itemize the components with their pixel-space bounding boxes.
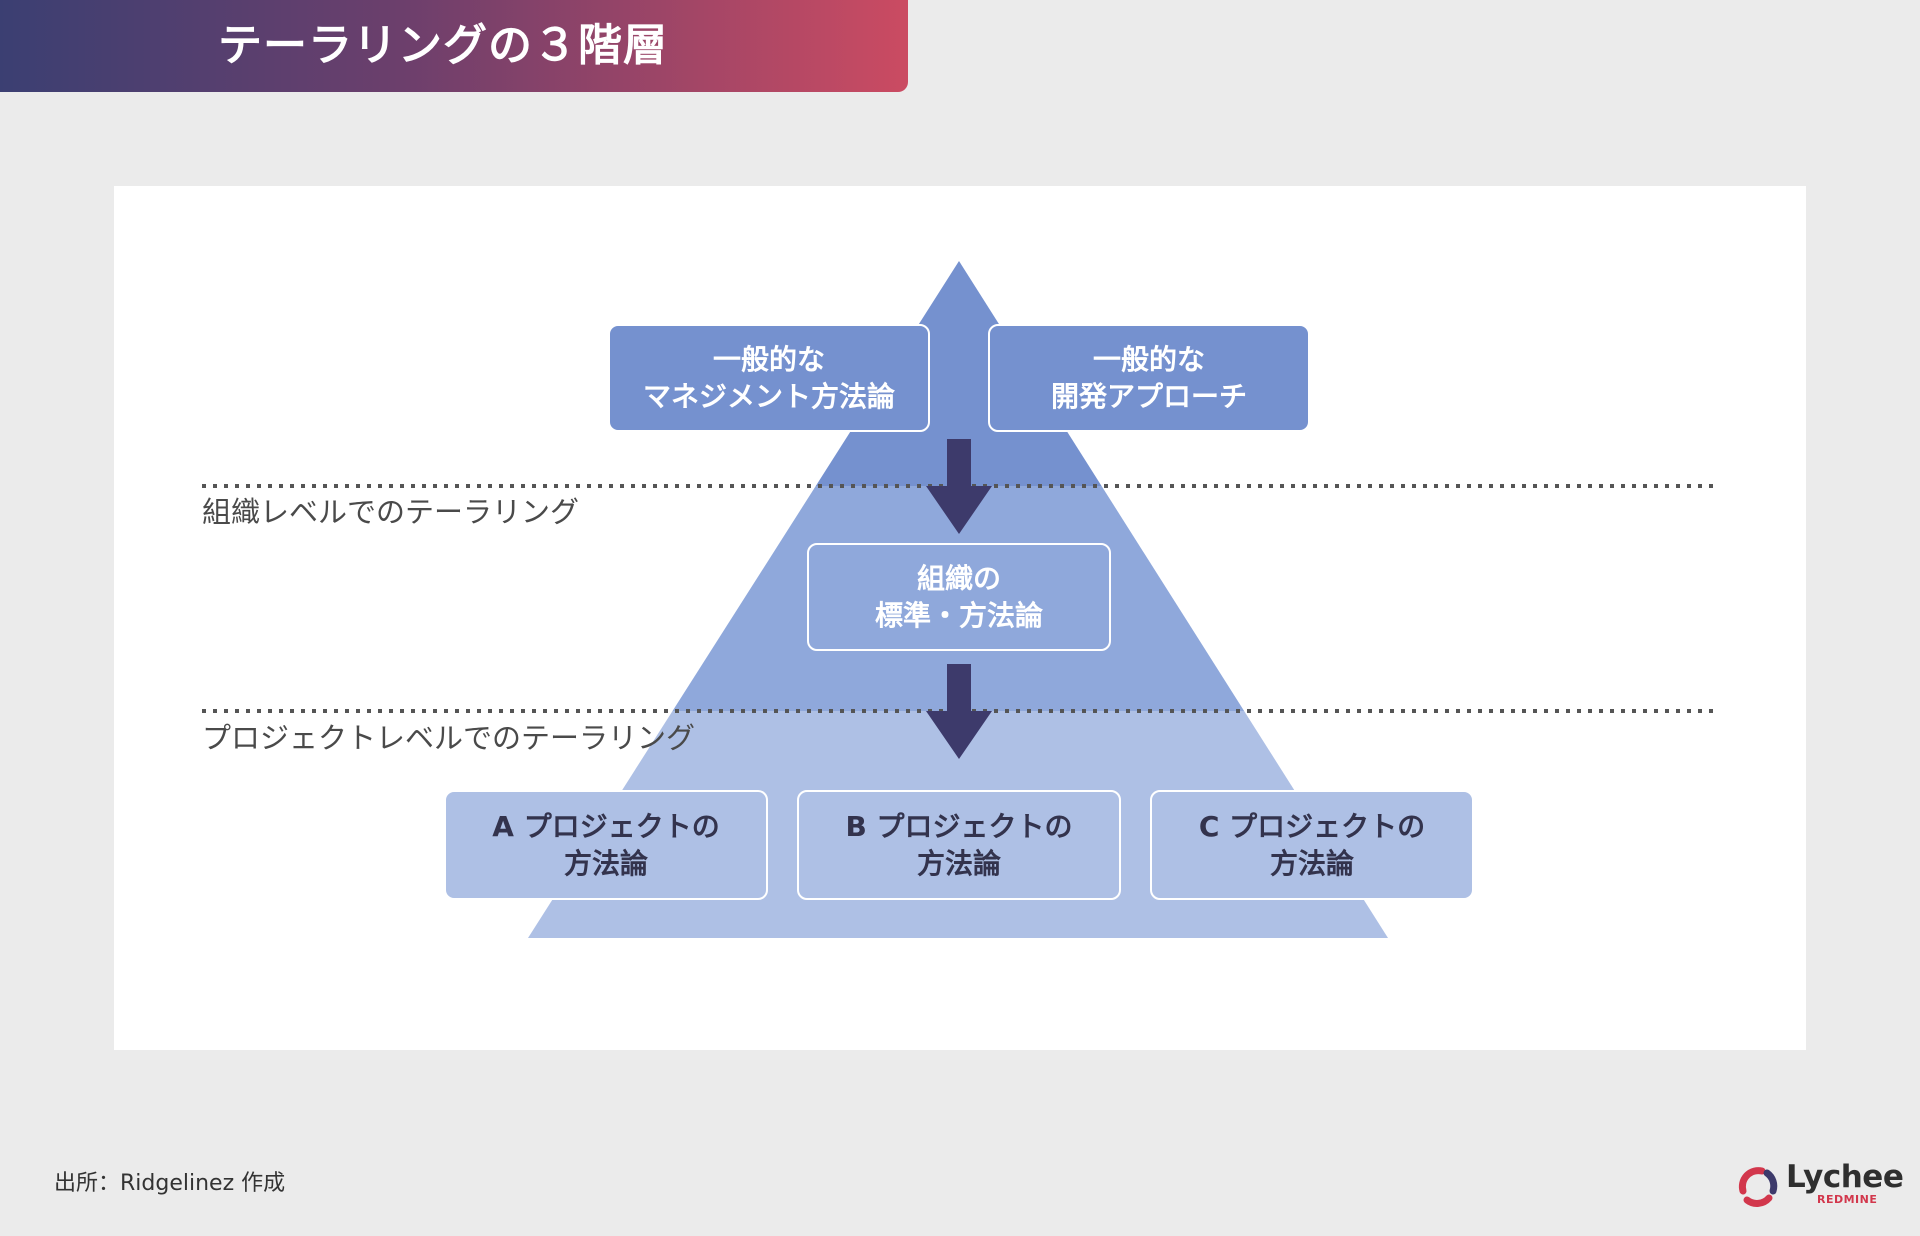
box-line: 方法論 <box>563 847 648 880</box>
box-line: C プロジェクトの <box>1198 810 1426 843</box>
project-level-label: プロジェクトレベルでのテーラリング <box>202 721 696 755</box>
box-line: 方法論 <box>1269 847 1354 880</box>
project-a-methodology-box: A プロジェクトの 方法論 <box>444 790 768 900</box>
organization-standard-box: 組織の 標準・方法論 <box>807 543 1111 651</box>
source-note: 出所：Ridgelinez 作成 <box>54 1171 286 1196</box>
box-line: A プロジェクトの <box>492 810 720 843</box>
box-line: マネジメント方法論 <box>642 380 895 413</box>
lychee-ring-icon <box>1738 1167 1778 1207</box>
box-line: 開発アプローチ <box>1050 380 1247 413</box>
box-line: 標準・方法論 <box>874 599 1043 632</box>
down-arrow-icon <box>926 439 992 534</box>
project-b-methodology-box: B プロジェクトの 方法論 <box>797 790 1121 900</box>
organization-level-label: 組織レベルでのテーラリング <box>202 495 580 529</box>
box-line: 一般的な <box>712 343 825 376</box>
general-management-methodology-box: 一般的な マネジメント方法論 <box>608 324 930 432</box>
page-title: テーラリングの３階層 <box>218 20 668 71</box>
lychee-redmine-logo: Lychee REDMINE <box>1734 1160 1904 1210</box>
box-line: 方法論 <box>916 847 1001 880</box>
title-banner: テーラリングの３階層 <box>0 0 908 92</box>
diagram-card: 組織レベルでのテーラリング プロジェクトレベルでのテーラリング 一般的な マネジ… <box>114 186 1806 1050</box>
general-development-approach-box: 一般的な 開発アプローチ <box>988 324 1310 432</box>
box-line: 組織の <box>916 562 1001 595</box>
project-c-methodology-box: C プロジェクトの 方法論 <box>1150 790 1474 900</box>
logo-subtitle: REDMINE <box>1817 1193 1878 1206</box>
down-arrow-icon <box>926 664 992 759</box>
logo-wordmark: Lychee <box>1786 1159 1904 1195</box>
box-line: 一般的な <box>1092 343 1205 376</box>
box-line: B プロジェクトの <box>845 810 1073 843</box>
